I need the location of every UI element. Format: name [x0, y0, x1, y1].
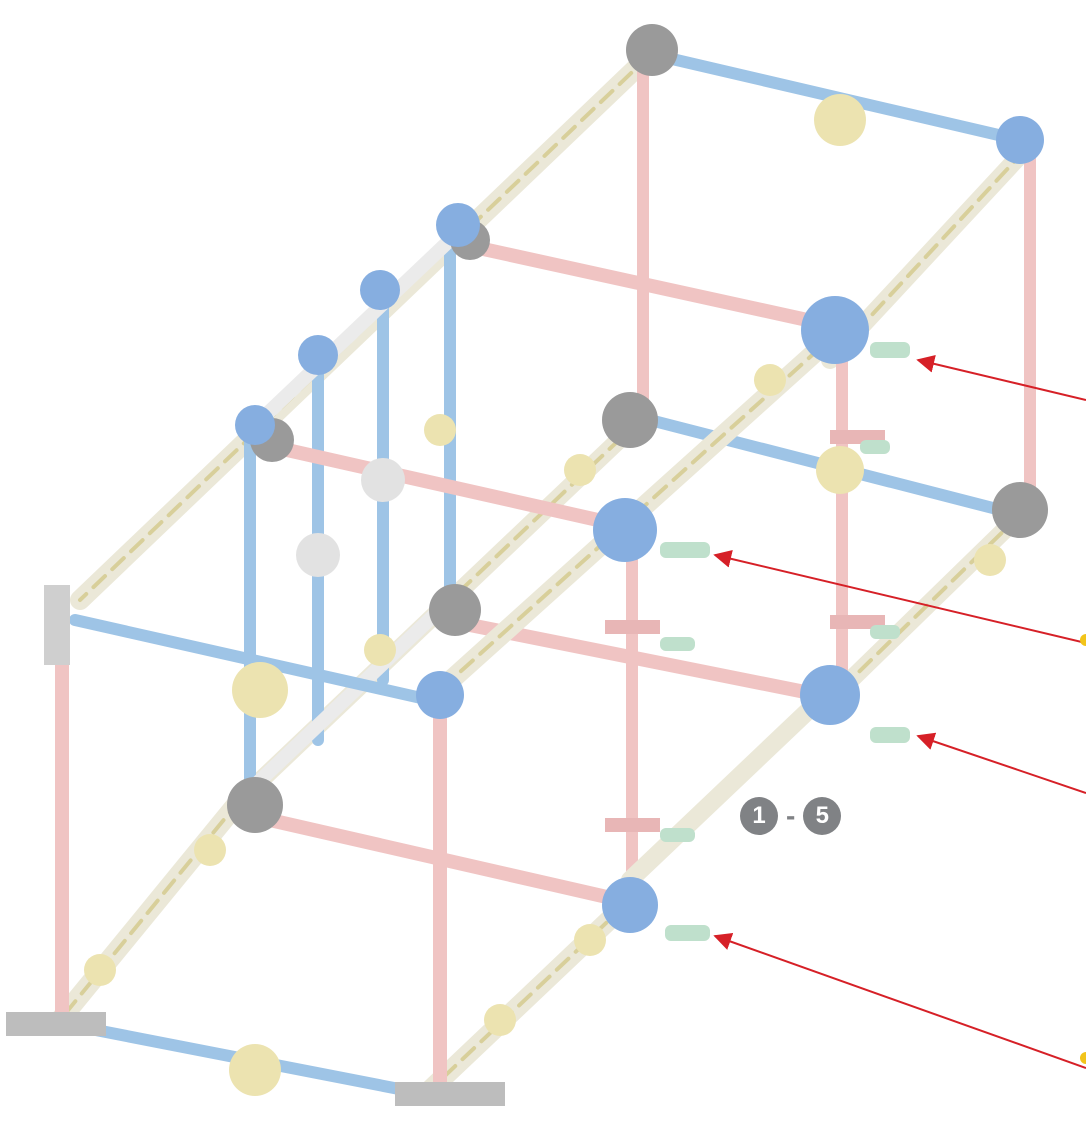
callout-arrow-1 [916, 354, 1086, 401]
step-range-badge: 1 - 5 [740, 796, 842, 836]
connector-hubs [6, 24, 1048, 1106]
step-end-circle: 5 [803, 797, 842, 835]
callout-arrow-2 [713, 549, 1086, 644]
callout-arrows [713, 354, 1086, 1069]
step-range-separator: - [786, 800, 796, 831]
step-start-circle: 1 [740, 797, 778, 835]
offscreen-part-glimpses [1080, 634, 1086, 1064]
callout-arrow-4 [713, 932, 1086, 1069]
back-frame [70, 45, 1036, 809]
callout-arrow-3 [916, 732, 1086, 794]
end-caps [660, 342, 910, 941]
pink-crossbars [258, 238, 837, 907]
partition-rods [243, 224, 457, 806]
